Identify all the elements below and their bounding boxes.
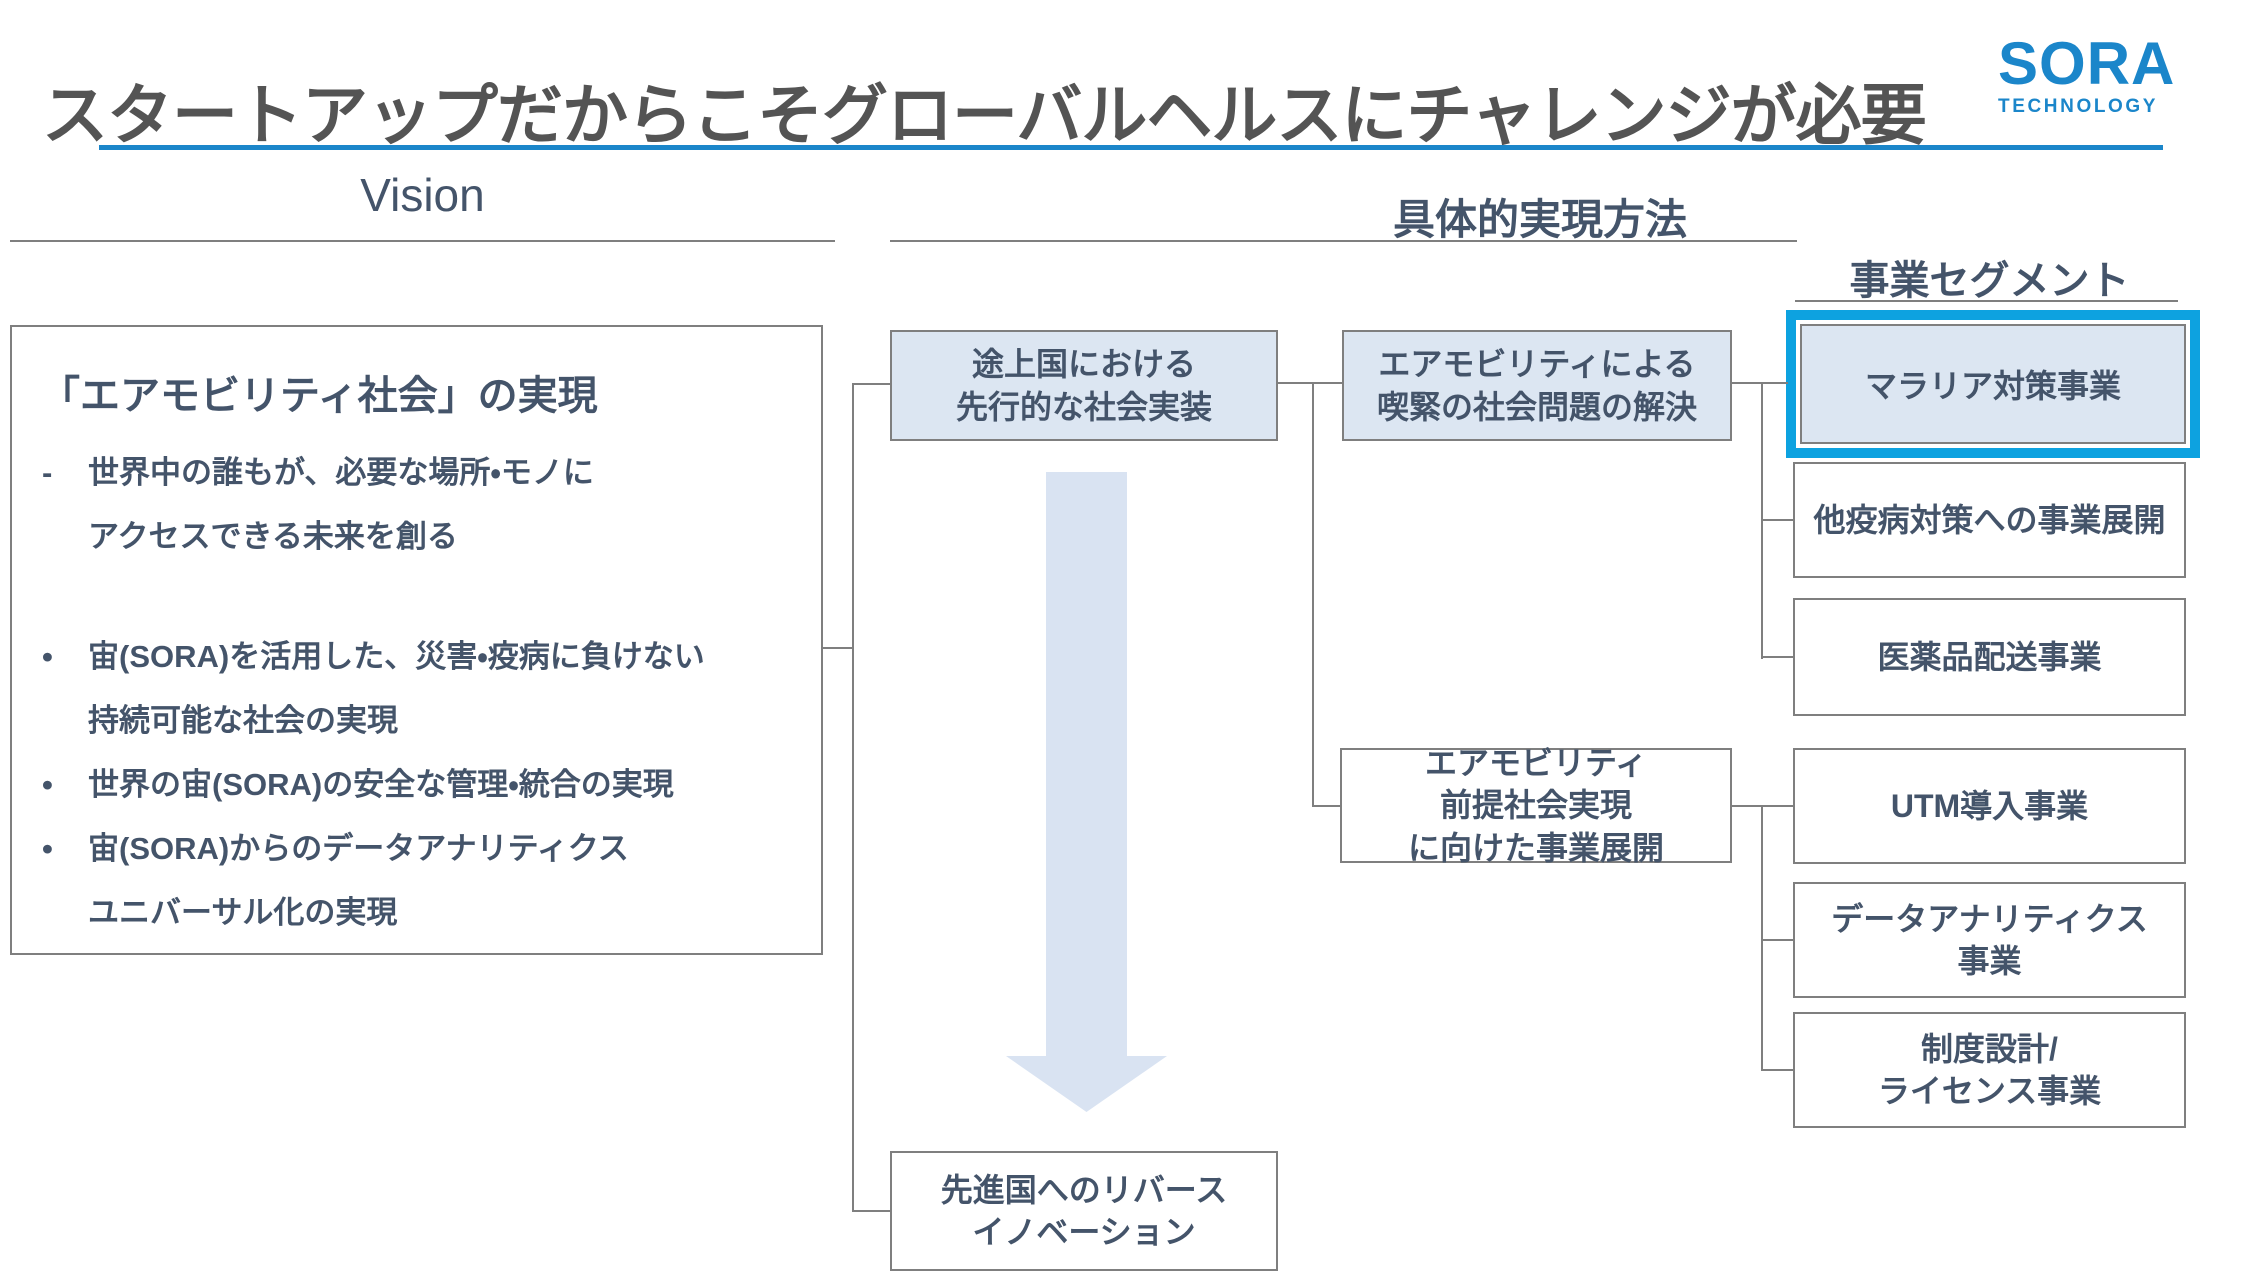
method-column-header: 具体的実現方法 xyxy=(1392,196,1687,243)
connector-line xyxy=(852,384,854,1212)
node-urgent-problems: エアモビリティによる 喫緊の社会問題の解決 xyxy=(1342,330,1732,441)
vision-header-underline xyxy=(10,240,835,242)
connector-line xyxy=(852,383,890,385)
segment-license: 制度設計/ ライセンス事業 xyxy=(1793,1012,2186,1128)
vision-box-heading: 「エアモビリティ社会」の実現 xyxy=(40,374,598,418)
segment-data-analytics: データアナリティクス 事業 xyxy=(1793,882,2186,998)
bullet-marker: - xyxy=(42,455,53,490)
logo-wordmark: SORA xyxy=(1998,30,2176,97)
vision-item: • 宙(SORA)からのデータアナリティクス ユニバーサル化の実現 xyxy=(42,817,801,945)
segment-header-underline xyxy=(1795,300,2178,302)
connector-line xyxy=(1312,805,1340,807)
connector-line xyxy=(1312,382,1314,807)
vision-item: • 宙(SORA)を活用した、災害・疫病に負けない 持続可能な社会の実現 xyxy=(42,625,801,753)
connector-line xyxy=(1761,519,1793,521)
segment-pharma-delivery: 医薬品配送事業 xyxy=(1793,598,2186,716)
sora-technology-logo: SORA TECHNOLOGY xyxy=(1998,30,2176,117)
node-developing-countries: 途上国における 先行的な社会実装 xyxy=(890,330,1278,441)
logo-subtext: TECHNOLOGY xyxy=(1998,96,2159,117)
bullet-marker: • xyxy=(42,767,53,802)
connector-line xyxy=(1761,939,1793,941)
vision-item: • 世界の宙(SORA)の安全な管理・統合の実現 xyxy=(42,753,801,817)
vision-column-header: Vision xyxy=(360,169,485,221)
bullet-marker: • xyxy=(42,639,53,674)
down-arrow-icon xyxy=(1006,472,1167,1112)
node-air-mobility-premise: エアモビリティ 前提社会実現 に向けた事業展開 xyxy=(1340,745,1732,866)
vision-item-text: 宙(SORA)を活用した、災害・疫病に負けない 持続可能な社会の実現 xyxy=(88,639,705,738)
vision-item-text: 宙(SORA)からのデータアナリティクス ユニバーサル化の実現 xyxy=(88,831,629,930)
page-title: スタートアップだからこそグローバルヘルスにチャレンジが必要 xyxy=(42,78,1927,152)
segment-malaria-label: マラリア対策事業 xyxy=(1800,324,2186,444)
node-reverse-innovation: 先進国へのリバース イノベーション xyxy=(890,1151,1278,1271)
vision-item-text: 世界中の誰もが、必要な場所・モノに アクセスできる未来を創る xyxy=(88,455,594,554)
segment-malaria-highlighted: マラリア対策事業 xyxy=(1786,310,2200,458)
segment-utm: UTM導入事業 xyxy=(1793,748,2186,864)
connector-line xyxy=(852,1210,890,1212)
connector-line xyxy=(823,647,854,649)
title-underline xyxy=(99,145,2163,150)
connector-line xyxy=(1761,805,1763,1071)
connector-line xyxy=(1761,656,1793,658)
segment-other-disease: 他疫病対策への事業展開 xyxy=(1793,462,2186,578)
bullet-marker: • xyxy=(42,831,53,866)
segment-column-header: 事業セグメント xyxy=(1849,259,2130,303)
vision-item: - 世界中の誰もが、必要な場所・モノに アクセスできる未来を創る xyxy=(42,441,801,569)
connector-line xyxy=(1278,382,1342,384)
connector-line xyxy=(1732,382,1788,384)
vision-item-text: 世界の宙(SORA)の安全な管理・統合の実現 xyxy=(88,767,674,802)
vision-box: 「エアモビリティ社会」の実現 - 世界中の誰もが、必要な場所・モノに アクセスで… xyxy=(10,325,823,955)
method-header-underline xyxy=(890,240,1797,242)
connector-line xyxy=(1761,1069,1793,1071)
